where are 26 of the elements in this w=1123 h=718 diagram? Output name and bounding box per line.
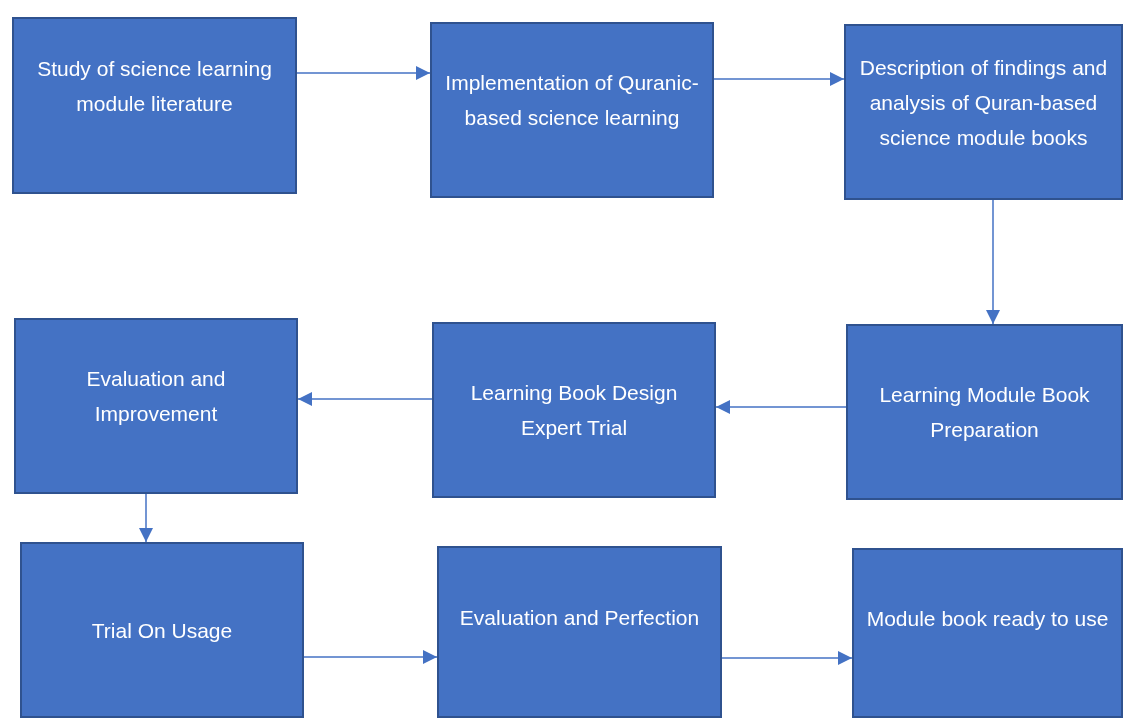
arrow [986,199,1000,325]
arrow [715,400,847,414]
arrow [303,650,438,664]
process-box [20,542,304,718]
arrow [297,392,433,406]
arrow [139,493,153,543]
process-box [432,322,716,498]
process-box [430,22,714,198]
box-label: Study of science learning module literature [36,55,273,117]
process-box [852,548,1123,718]
process-box [437,546,722,718]
process-box [14,318,298,494]
arrow [296,66,431,80]
box-label: Evaluation and Perfection [459,604,700,631]
box-label: Learning Module Book Preparation [878,382,1091,443]
box-label: Implementation of Quranic-based science learning [444,70,700,131]
box-label: Evaluation and Improvement [85,366,227,427]
box-label: Module book ready to use [866,605,1109,632]
box-label: Description of findings and analysis of Quran-based science module books [858,54,1109,151]
process-box [12,17,297,194]
process-box [844,24,1123,200]
arrow [713,72,845,86]
box-label: Trial On Usage [91,617,233,644]
process-box [846,324,1123,500]
arrow [721,651,853,665]
box-label: Learning Book Design Expert Trial [469,380,679,441]
